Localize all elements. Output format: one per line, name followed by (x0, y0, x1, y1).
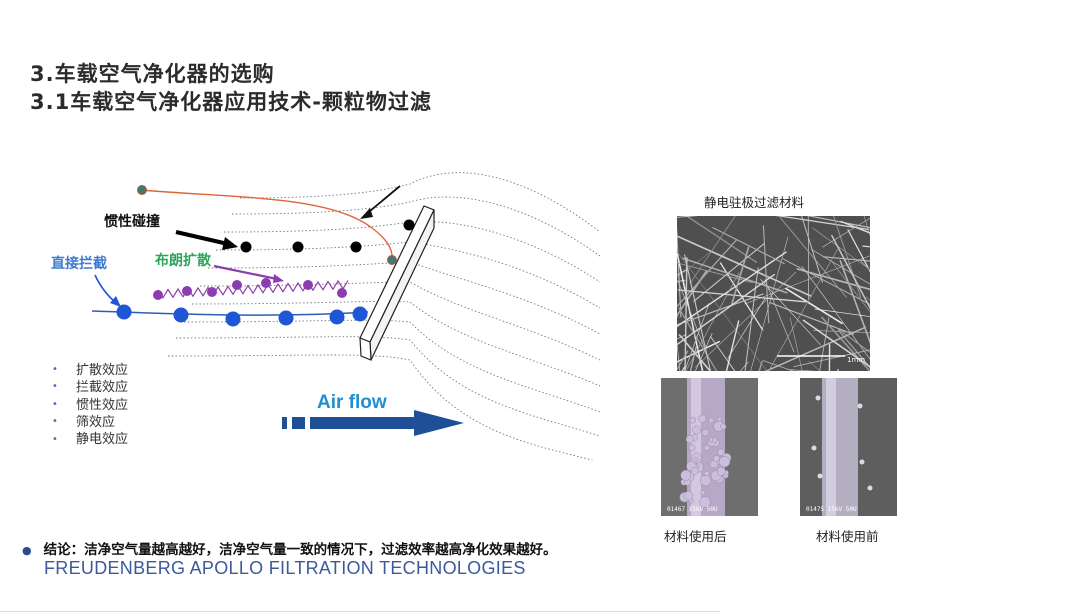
streamline (231, 196, 601, 257)
brownian-particle (232, 280, 242, 290)
sem-info-after: 01467 15kV 50U (667, 506, 718, 513)
filtration-effects-list: •扩散效应 •拦截效应 •惯性效应 •筛效应 •静电效应 (52, 362, 128, 449)
scale-bar-label: 1mm (847, 356, 865, 364)
bullet-icon: ● (22, 544, 32, 557)
brownian-arrow-head (273, 274, 284, 283)
list-item: •惯性效应 (52, 397, 129, 413)
interception-particle (173, 307, 189, 323)
bullet-icon: • (52, 433, 58, 445)
label-air-flow: Air flow (317, 392, 387, 413)
inertial-particle (350, 241, 362, 253)
list-item: •扩散效应 (52, 362, 129, 378)
particle-trajectory (141, 189, 393, 261)
interception-particle (116, 304, 132, 320)
trajectory-start-particle (137, 185, 147, 195)
streamline (183, 319, 601, 413)
pointer-arrow-head (360, 208, 373, 219)
air-flow-arrow (282, 410, 464, 436)
sem-image-before-use: 01475 15kV 50U (800, 378, 897, 516)
interception-particles (116, 304, 368, 327)
label-direct-interception: 直接拦截 (51, 255, 107, 272)
streamline (167, 354, 594, 460)
streamline (191, 300, 601, 387)
sem-info-before: 01475 15kV 50U (806, 506, 857, 513)
sem-image-title: 静电驻极过滤材料 (704, 195, 805, 210)
brownian-arrow (213, 264, 278, 281)
label-inertial-impaction: 惯性碰撞 (104, 213, 160, 230)
inertial-arrow-head (222, 237, 238, 250)
streamline (207, 261, 601, 335)
brownian-particles (153, 278, 347, 300)
brownian-particle (207, 287, 217, 297)
streamline (175, 336, 601, 437)
filtration-mechanism-diagram: 惯性碰撞 布朗扩散 直接拦截 Air flow (51, 172, 601, 460)
label-brownian-diffusion: 布朗扩散 (155, 252, 212, 269)
interception-particle (225, 311, 241, 327)
list-item: •拦截效应 (52, 380, 129, 396)
slide-subtitle: 3.1车载空气净化器应用技术-颗粒物过滤 (30, 90, 432, 114)
interception-arrow (94, 274, 117, 304)
streamline (215, 241, 601, 309)
interception-arrow-head (110, 296, 121, 307)
inertial-arrow (175, 230, 229, 246)
streamline (199, 281, 601, 361)
brownian-particle (337, 288, 347, 298)
caption-after-use: 材料使用后 (664, 529, 727, 544)
brand-footer: FREUDENBERG APOLLO FILTRATION TECHNOLOGI… (44, 558, 526, 578)
brownian-particle (153, 290, 163, 300)
streamline (239, 172, 601, 233)
airflow-streamlines (167, 172, 601, 460)
list-item: •静电效应 (52, 432, 129, 448)
fiber-before-use-image: 01475 15kV 50U (800, 378, 897, 516)
slide-title: 3.车载空气净化器的选购 (30, 62, 275, 86)
inertial-particle (403, 219, 415, 231)
bullet-icon: • (52, 381, 58, 393)
interception-particle (329, 309, 345, 325)
filter-fiber (359, 205, 435, 361)
fiber-after-use-image: 01467 15kV 50U (661, 378, 758, 516)
sem-image-after-use: 01467 15kV 50U (661, 378, 758, 516)
bottom-divider (0, 611, 720, 612)
caption-before-use: 材料使用前 (816, 529, 879, 544)
inertial-particle (292, 241, 304, 253)
bullet-icon: • (52, 416, 58, 428)
interception-particle (278, 310, 294, 326)
inertial-particles (240, 219, 415, 253)
interception-particle (352, 306, 368, 322)
bullet-icon: • (52, 364, 58, 375)
inertial-particle (240, 241, 252, 253)
brownian-particle (303, 280, 313, 290)
list-item: •筛效应 (52, 414, 116, 430)
conclusion-text: ●结论：洁净空气量越高越好，洁净空气量一致的情况下，过滤效率越高净化效果越好。 (22, 542, 557, 558)
trajectory-end-particle (387, 255, 397, 265)
brownian-particle (261, 278, 271, 288)
fiber-mesh-image: 1mm (677, 216, 870, 371)
bullet-icon: • (52, 398, 58, 410)
brownian-particle (182, 286, 192, 296)
sem-image-electret-fibers: 1mm (677, 216, 870, 371)
